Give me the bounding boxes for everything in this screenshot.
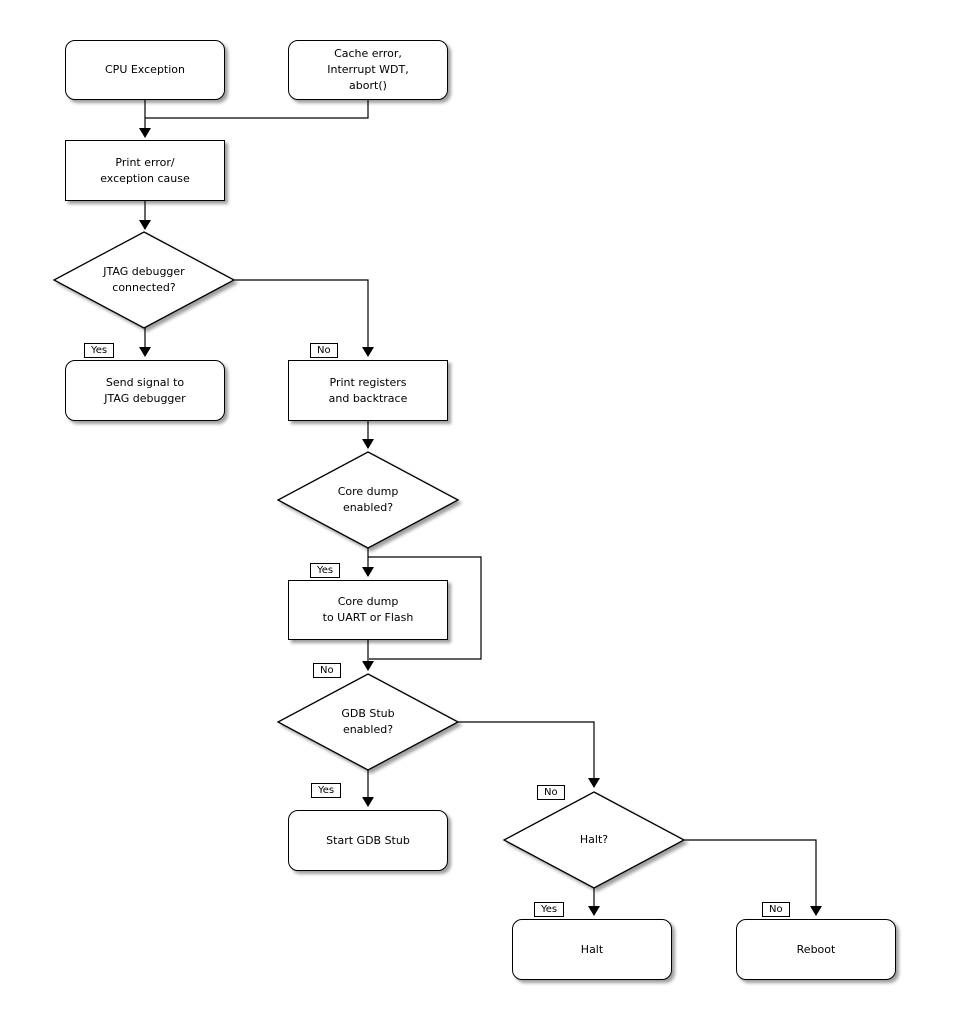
decision-gdb-stub-enabled-label: GDB Stub enabled?	[288, 692, 448, 752]
node-label: Print registers and backtrace	[328, 375, 408, 405]
node-label: Core dump to UART or Flash	[322, 595, 414, 624]
node-cpu-exception: CPU Exception	[65, 40, 225, 100]
node-core-dump: Core dump to UART or Flash	[288, 580, 448, 640]
edge-gdbq-no-to-haltq	[458, 721, 600, 788]
edge-label-gdb-yes: Yes	[311, 783, 342, 798]
node-label: CPU Exception	[105, 63, 185, 76]
decision-core-dump-enabled-label: Core dump enabled?	[288, 470, 448, 530]
edge-label-coredump-no: No	[313, 663, 341, 678]
node-halt: Halt	[512, 919, 672, 980]
edge-label-jtag-yes: Yes	[84, 343, 115, 358]
node-send-signal: Send signal to JTAG debugger	[65, 360, 225, 421]
edge-label-halt-yes: Yes	[534, 902, 565, 917]
node-label: Start GDB Stub	[326, 833, 410, 847]
node-cache-error: Cache error, Interrupt WDT, abort()	[288, 40, 448, 100]
node-label: Cache error, Interrupt WDT, abort()	[327, 47, 409, 92]
node-print-error: Print error/ exception cause	[65, 140, 225, 201]
node-label: Halt?	[579, 833, 609, 846]
node-reboot: Reboot	[736, 919, 896, 980]
decision-jtag-connected-label: JTAG debugger connected?	[64, 250, 224, 310]
decision-gdb-stub-enabled-shape	[276, 673, 460, 771]
edge-label-jtag-no: No	[310, 343, 338, 358]
decision-jtag-connected-shape	[52, 231, 236, 329]
node-label: GDB Stub enabled?	[341, 707, 395, 736]
edge-coredumpq-no-bypass	[368, 556, 482, 660]
decision-halt-shape	[502, 791, 686, 889]
decision-core-dump-enabled-shape	[276, 451, 460, 549]
edge-label-coredump-yes: Yes	[310, 563, 341, 578]
node-label: Send signal to JTAG debugger	[104, 375, 186, 405]
node-label: Reboot	[796, 942, 836, 956]
edge-label-gdb-no: No	[537, 785, 565, 800]
node-label: JTAG debugger connected?	[103, 265, 185, 294]
node-label: Halt	[580, 942, 604, 956]
edge-haltq-no-to-reboot	[684, 839, 822, 916]
node-label: Core dump enabled?	[337, 485, 399, 514]
node-start-gdb-stub: Start GDB Stub	[288, 810, 448, 871]
node-print-registers: Print registers and backtrace	[288, 360, 448, 421]
edge-label-halt-no: No	[762, 902, 790, 917]
node-label: Print error/ exception cause	[100, 155, 190, 185]
decision-halt-label: Halt?	[514, 810, 674, 870]
edge-cache-to-join	[145, 100, 369, 119]
edge-jtag-no-to-printregisters	[234, 279, 374, 357]
